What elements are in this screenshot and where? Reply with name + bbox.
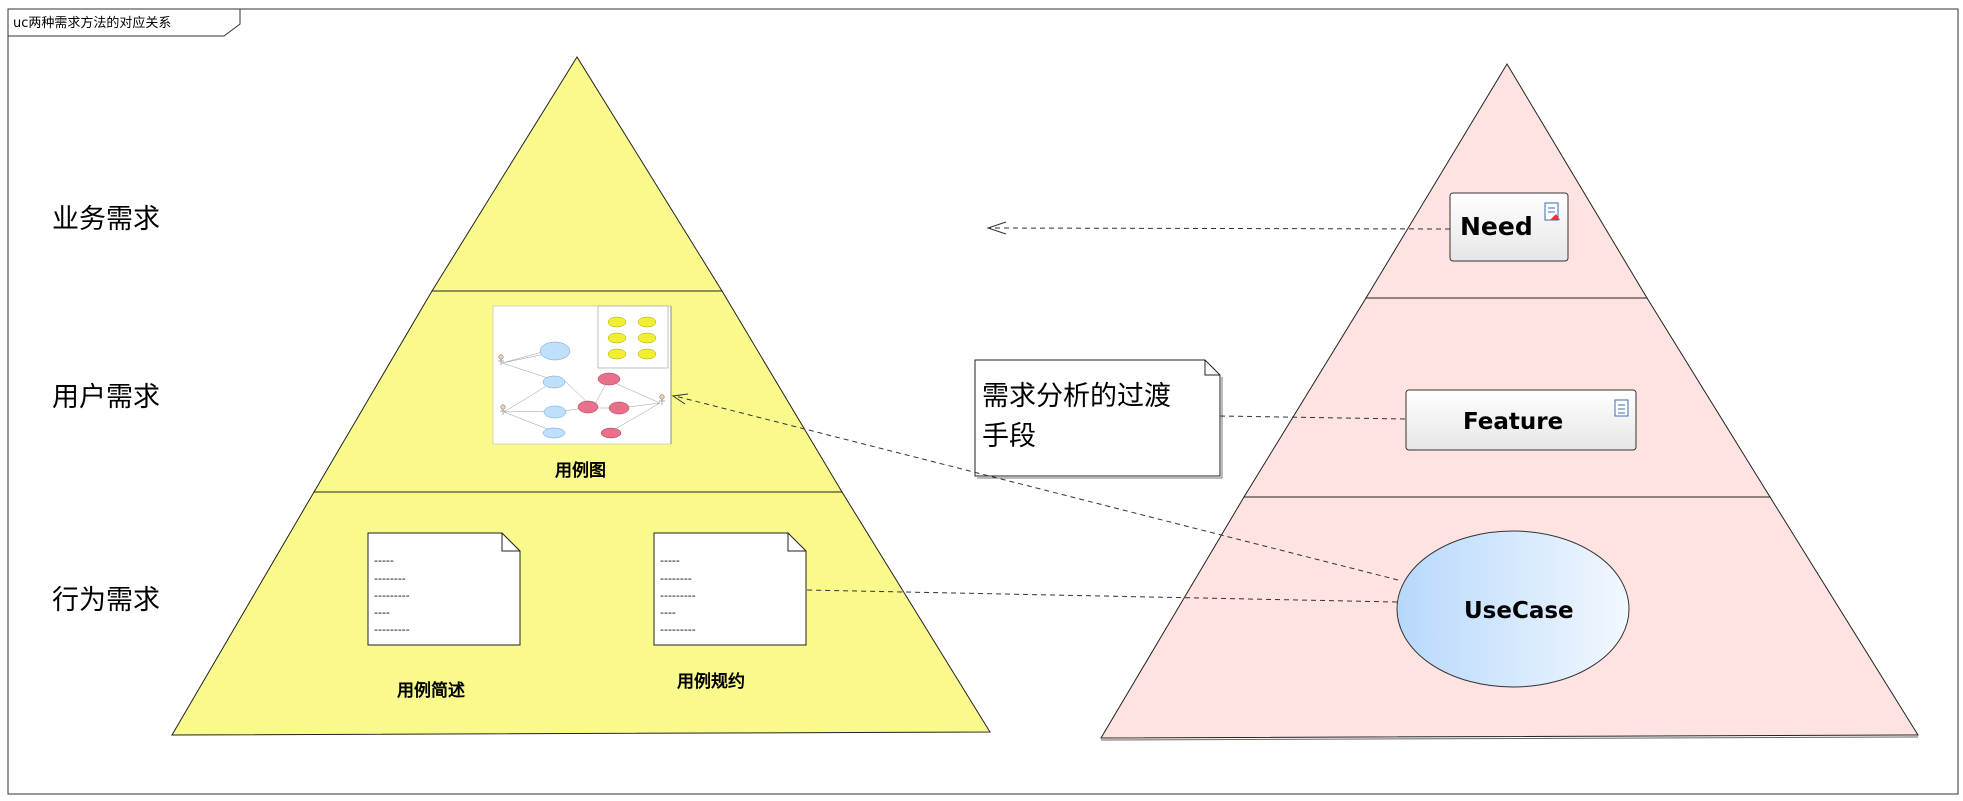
usecase-diagram-thumbnail[interactable] — [492, 305, 672, 445]
thumb-yellow-node — [637, 332, 657, 344]
connectors — [674, 227, 1451, 603]
doc-line: ---- — [374, 606, 390, 619]
requirement-icon — [1544, 202, 1560, 221]
doc-usecase-spec[interactable]: ----- -------- --------- ---- --------- — [653, 532, 807, 646]
thumb-red-node — [597, 372, 621, 386]
frame-title: uc两种需求方法的对应关系 — [13, 15, 171, 31]
doc-line: --------- — [660, 623, 696, 636]
thumb-blue-node — [543, 405, 567, 419]
usecase-diagram-caption: 用例图 — [555, 460, 606, 481]
thumb-blue-node — [542, 375, 566, 389]
thumb-actor — [659, 394, 665, 405]
doc-line: -------- — [660, 572, 692, 585]
arrowhead-diagram — [671, 393, 689, 405]
right-pyramid-base-shadow — [1100, 736, 1919, 741]
level-label-business: 业务需求 — [52, 204, 160, 235]
level-label-behavior: 行为需求 — [52, 585, 160, 616]
thumb-red-node — [600, 427, 622, 439]
left-pyramid-bottom[interactable] — [171, 491, 991, 736]
usecase-label: UseCase — [1464, 598, 1574, 624]
note-line-1: 需求分析的过渡 — [982, 381, 1171, 412]
thumb-yellow-node — [607, 348, 627, 360]
note-element[interactable]: 需求分析的过渡 手段 — [974, 359, 1223, 479]
frame-title-tab — [7, 8, 241, 37]
level-label-user: 用户需求 — [52, 382, 160, 413]
doc-line: --------- — [374, 589, 410, 602]
thumb-yellow-node — [637, 316, 657, 328]
doc-usecase-spec-caption: 用例规约 — [677, 671, 745, 692]
doc-line: ---- — [660, 606, 676, 619]
doc-usecase-summary-caption: 用例简述 — [397, 680, 465, 701]
left-pyramid-top[interactable] — [431, 56, 723, 292]
thumb-red-node — [577, 400, 599, 414]
usecase-to-diagram-arrow[interactable] — [674, 395, 1399, 581]
thumb-yellow-node — [637, 348, 657, 360]
doc-line: ----- — [374, 554, 394, 567]
arrowheads — [671, 221, 1007, 405]
diagram-frame — [7, 8, 1959, 795]
thumb-actor — [498, 354, 504, 365]
usecase-element[interactable]: UseCase — [1396, 530, 1630, 688]
doc-line: -------- — [374, 572, 406, 585]
doc-usecase-summary[interactable]: ----- -------- --------- ---- --------- — [367, 532, 521, 646]
note-line-2: 手段 — [982, 421, 1036, 452]
need-label: Need — [1460, 212, 1533, 241]
thumb-red-node — [608, 401, 630, 415]
doc-line: --------- — [374, 623, 410, 636]
need-element[interactable]: Need — [1449, 192, 1569, 262]
feature-label: Feature — [1463, 409, 1563, 435]
thumb-yellow-node — [607, 332, 627, 344]
feature-icon — [1614, 399, 1629, 417]
note-to-feature-link[interactable] — [1219, 415, 1407, 420]
thumb-blue-node — [539, 341, 571, 361]
need-to-business-arrow[interactable] — [989, 227, 1451, 230]
right-pyramid-top[interactable] — [1365, 63, 1648, 299]
thumb-yellow-node — [607, 316, 627, 328]
thumb-blue-node — [542, 427, 566, 439]
doc-line: ----- — [660, 554, 680, 567]
arrowhead-left — [986, 221, 1007, 235]
feature-element[interactable]: Feature — [1405, 389, 1637, 451]
thumb-actor — [500, 404, 506, 415]
doc-line: --------- — [660, 589, 696, 602]
